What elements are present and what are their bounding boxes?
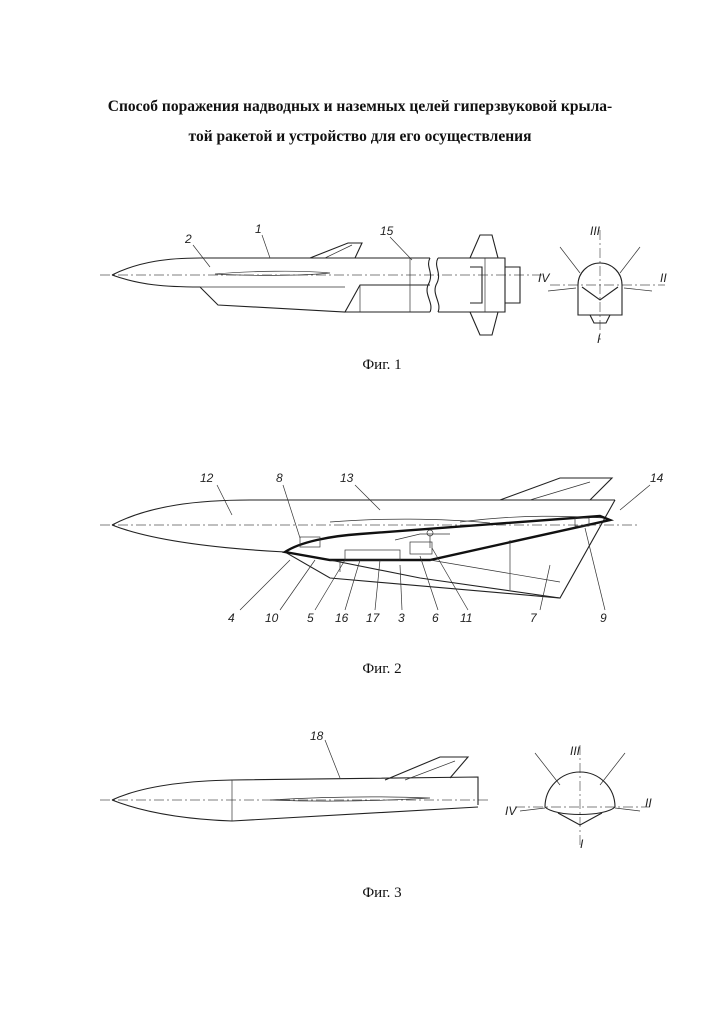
fig2-label-12: 12 [200,471,214,485]
fig3-label-IV: IV [505,804,517,818]
fig2-label-11: 11 [460,611,472,625]
fig2-label-5: 5 [307,611,314,625]
fig1-label-15: 15 [380,224,394,238]
fig3-leaders [324,739,341,779]
fig2-label-16: 16 [335,611,349,625]
fig2-label-10: 10 [265,611,279,625]
fig2-leaders [216,484,651,611]
figure-2-drawing: 12 13 14 8 4 10 5 16 17 3 6 11 7 9 [100,471,664,625]
figure-3-drawing: 18 III IV II I [100,729,652,851]
fig3-label-I: I [580,837,584,851]
fig2-label-8: 8 [276,471,283,485]
fig3-label-II: II [645,796,652,810]
fig1-label-II: II [660,271,667,285]
figure-2-caption: Фиг. 2 [362,661,402,677]
fig2-label-4: 4 [228,611,235,625]
fig1-missile-front-view [547,230,665,340]
fig1-label-IV: IV [538,271,550,285]
fig2-label-3: 3 [398,611,405,625]
fig2-label-9: 9 [600,611,607,625]
fig1-leaders [192,234,413,268]
fig2-missile-section [100,477,640,599]
figure-3-caption: Фиг. 3 [362,885,402,901]
title-line-2: той ракетой и устройство для его осущест… [188,128,532,145]
fig1-missile-side-view [100,234,545,336]
figure-1-drawing: 1 2 15 III IV II I [100,222,667,346]
title-line-1: Способ поражения надводных и наземных це… [107,98,613,115]
fig1-label-2: 2 [184,232,192,246]
figure-1-caption: Фиг. 1 [362,357,402,373]
fig3-missile-front-view [515,745,650,845]
fig2-label-6: 6 [432,611,439,625]
fig1-label-III: III [590,224,601,238]
fig2-label-7: 7 [530,611,538,625]
fig2-label-13: 13 [340,471,354,485]
fig1-label-1: 1 [255,222,262,236]
fig1-label-I: I [597,332,601,346]
fig3-missile-side-view [100,756,490,822]
fig3-label-III: III [570,744,581,758]
fig2-label-17: 17 [366,611,381,625]
fig3-label-18: 18 [310,729,324,743]
fig2-label-14: 14 [650,471,664,485]
